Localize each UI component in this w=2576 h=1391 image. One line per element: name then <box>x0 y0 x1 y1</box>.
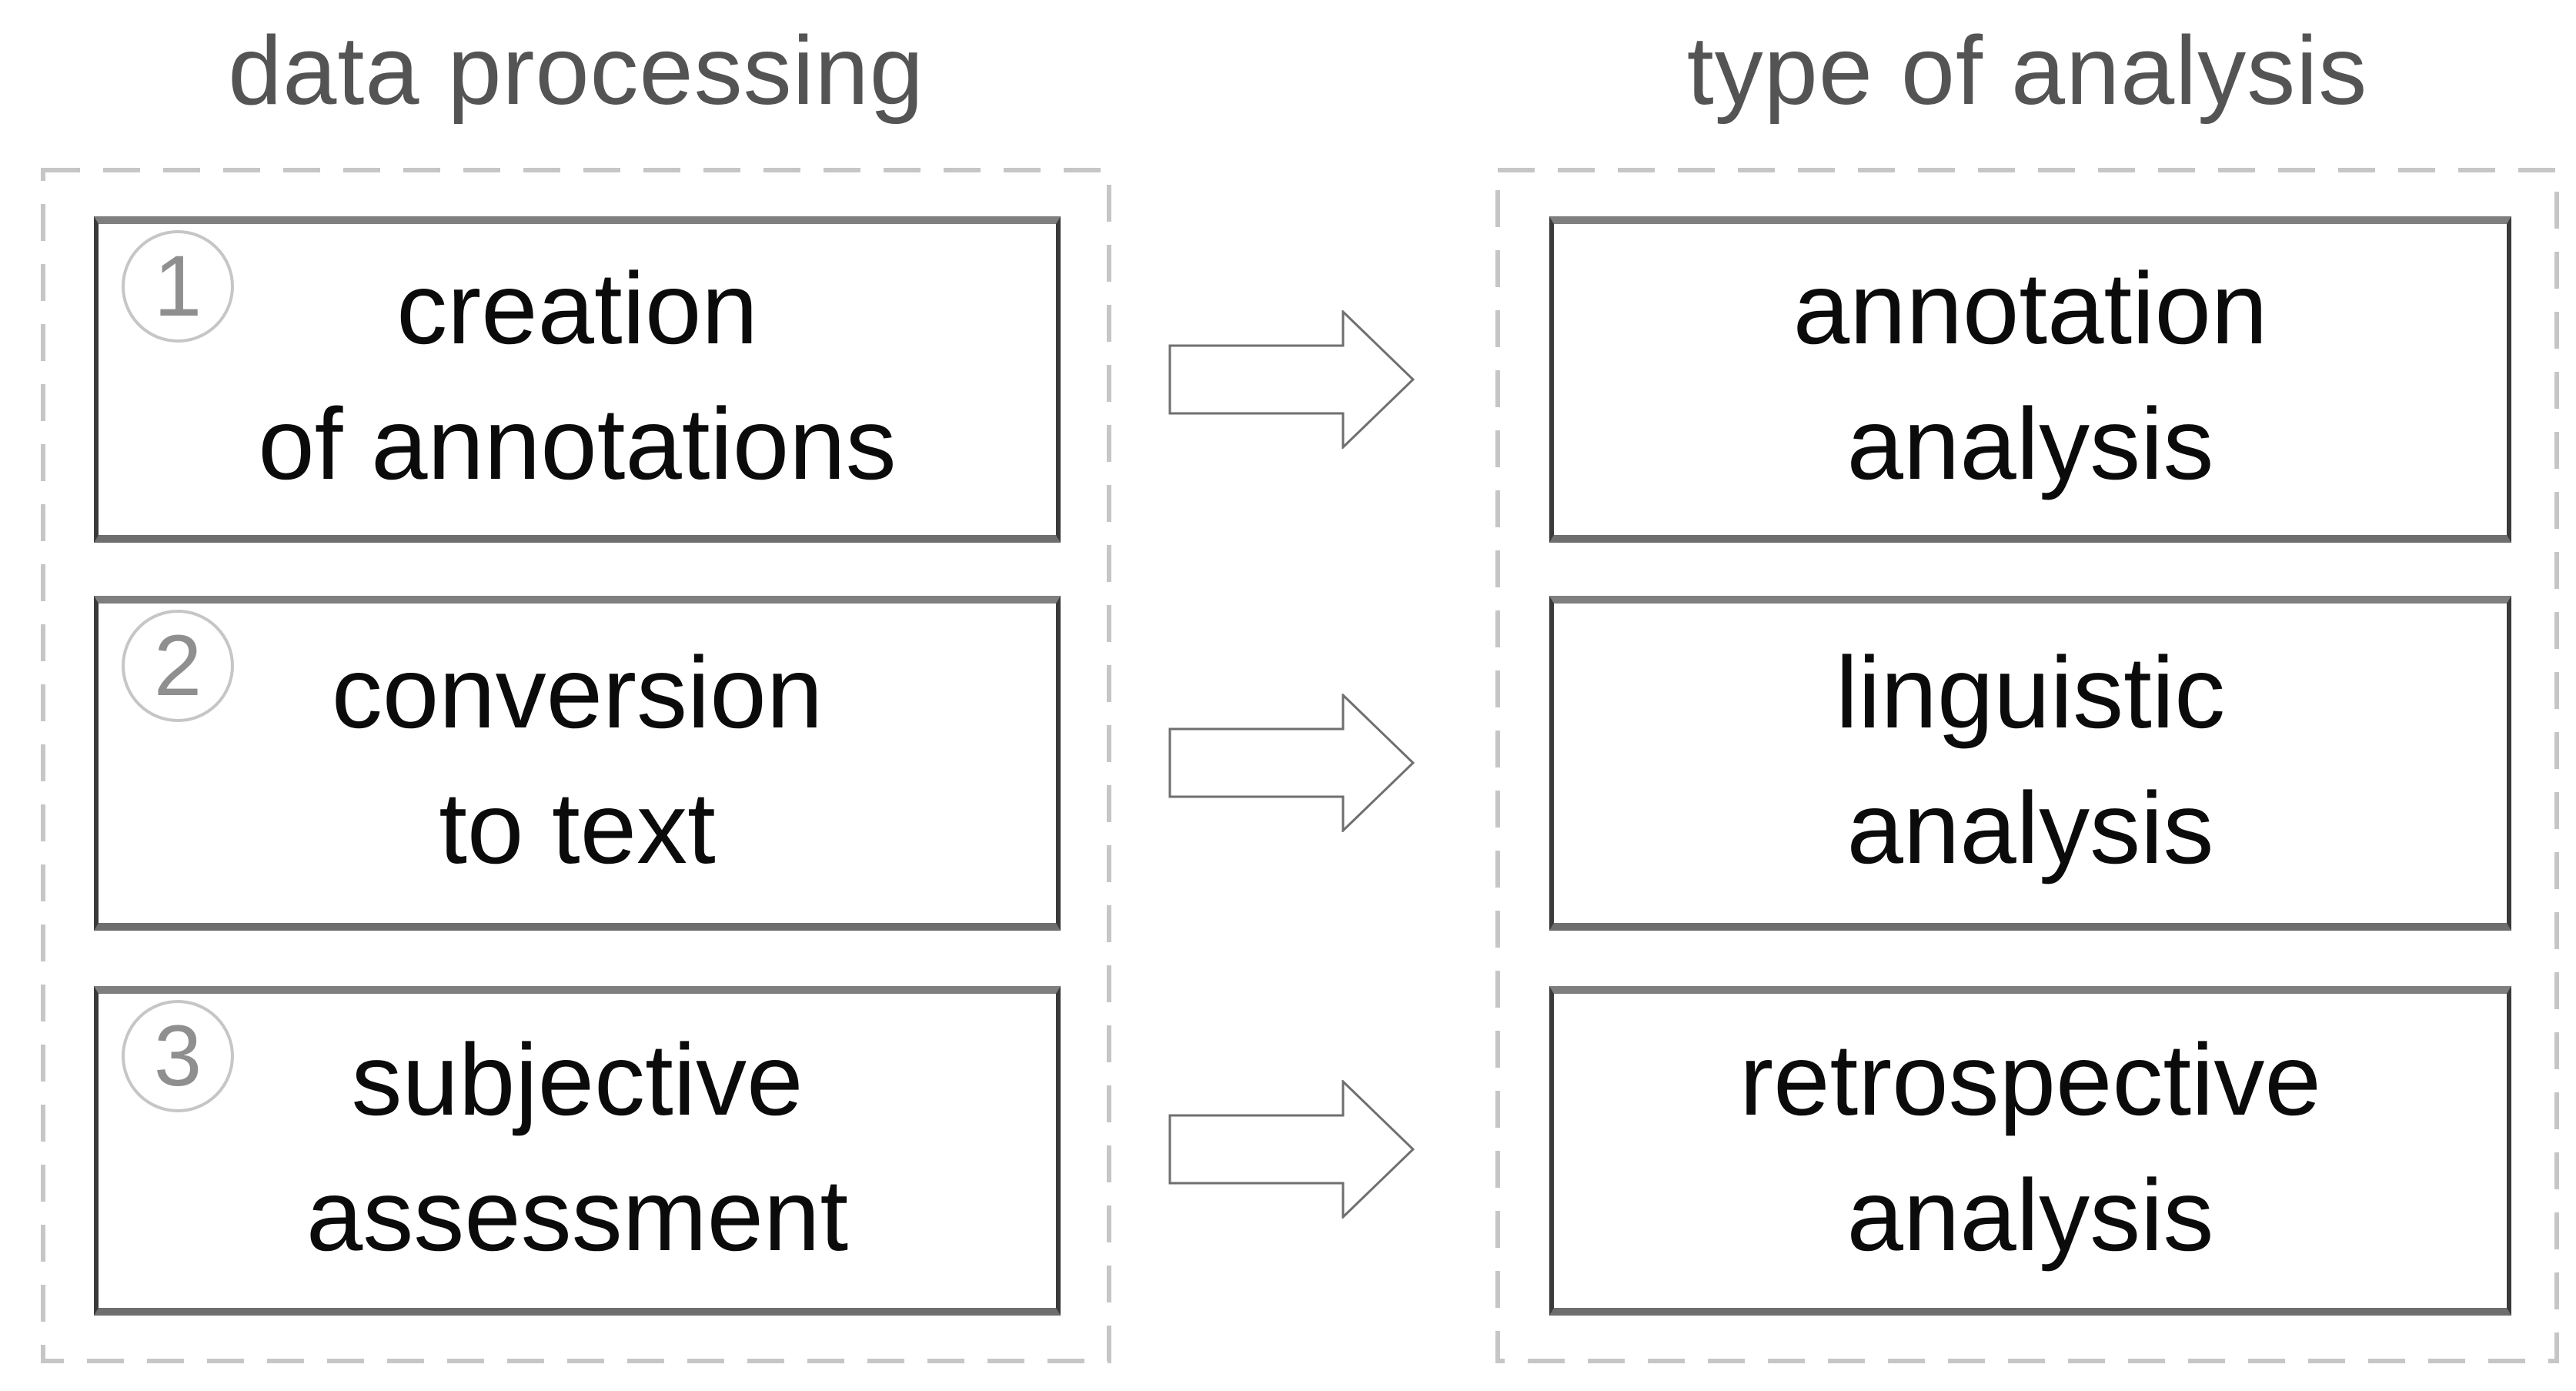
step-box-subjective-assessment: 3 subjective assessment <box>94 986 1061 1316</box>
step-box-label: conversion to text <box>331 635 824 884</box>
step-number-badge-3: 3 <box>122 1000 234 1112</box>
type-of-analysis-group-outline <box>1495 168 2559 1363</box>
dashed-border-rect <box>41 168 1111 1363</box>
data-processing-group-outline <box>41 168 1111 1363</box>
analysis-box-label: retrospective analysis <box>1739 1023 2321 1272</box>
dashed-border-rect <box>1495 168 2559 1363</box>
analysis-box-annotation-analysis: annotation analysis <box>1549 216 2511 543</box>
step-box-label: subjective assessment <box>306 1023 849 1272</box>
right-arrow-icon <box>1168 310 1415 449</box>
step-number-badge-2: 2 <box>122 610 234 722</box>
step-number-badge-1: 1 <box>122 230 234 343</box>
step-box-label: creation of annotations <box>258 252 897 500</box>
right-column-header: type of analysis <box>1686 16 2368 125</box>
step-box-creation-of-annotations: 1 creation of annotations <box>94 216 1061 543</box>
step-box-conversion-to-text: 2 conversion to text <box>94 596 1061 931</box>
analysis-box-label: linguistic analysis <box>1835 635 2226 884</box>
right-arrow-icon <box>1168 694 1415 832</box>
left-column-header: data processing <box>228 16 924 125</box>
analysis-box-label: annotation analysis <box>1793 252 2268 500</box>
right-arrow-icon <box>1168 1080 1415 1219</box>
analysis-box-linguistic-analysis: linguistic analysis <box>1549 596 2511 931</box>
analysis-box-retrospective-analysis: retrospective analysis <box>1549 986 2511 1316</box>
